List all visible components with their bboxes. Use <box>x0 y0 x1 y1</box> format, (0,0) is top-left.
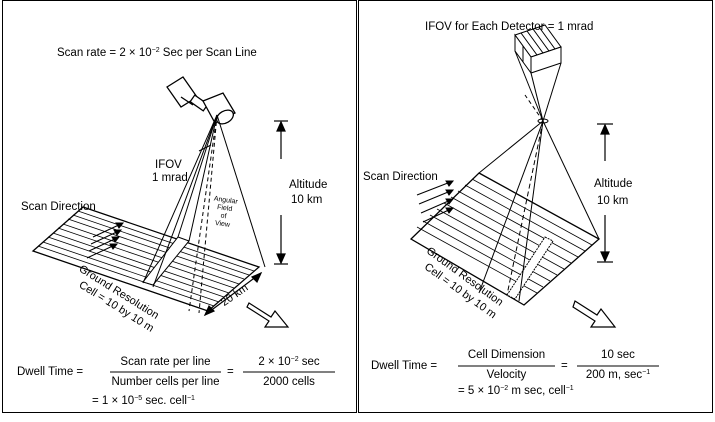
fraction-1-numerator: Cell Dimension <box>467 349 546 361</box>
fraction-2-numerator: 2 × 10−2 sec <box>258 356 320 368</box>
ifov-value: 1 mrad <box>152 172 188 184</box>
dwell-time-result: = 5 × 10−2 m sec, cell−1 <box>458 385 574 397</box>
pushbroom-diagram <box>409 24 659 367</box>
equals-sign: = <box>227 366 234 378</box>
altitude-value: 10 km <box>597 195 629 207</box>
flight-direction-arrow <box>246 302 290 328</box>
optics-cone <box>514 50 562 124</box>
ifov-label: IFOV <box>155 159 182 171</box>
altitude-arrow <box>597 123 613 263</box>
fraction-1-denominator: Velocity <box>486 369 527 381</box>
fraction-2-numerator: 10 sec <box>601 349 635 361</box>
detector-array-icon <box>514 24 562 75</box>
flight-direction-arrow <box>572 300 617 328</box>
scan-direction-arrows <box>416 180 455 223</box>
whiskbroom-scanner-panel: Scan rate = 2 × 10−2 Sec per Scan Line I… <box>2 0 357 413</box>
altitude-label: Altitude <box>289 179 328 191</box>
equals-sign: = <box>561 360 568 372</box>
fraction-1-denominator: Number cells per line <box>111 376 220 388</box>
scan-direction-label: Scan Direction <box>363 171 438 183</box>
scan-direction-arrows <box>86 222 125 259</box>
altitude-value: 10 km <box>291 194 323 206</box>
swath-width-arrow <box>203 271 263 317</box>
fraction-1-numerator: Scan rate per line <box>120 356 211 368</box>
ifov-detector-label: IFOV for Each Detector = 1 mrad <box>425 21 594 33</box>
dwell-time-label: Dwell Time = <box>17 366 84 378</box>
whiskbroom-diagram <box>31 76 335 373</box>
ground-plane <box>409 172 601 306</box>
altitude-label: Altitude <box>594 178 633 190</box>
dwell-time-label: Dwell Time = <box>371 360 438 372</box>
scan-direction-label: Scan Direction <box>21 201 96 213</box>
altitude-arrow <box>274 120 288 265</box>
ground-plane <box>31 206 261 312</box>
field-of-view-rays <box>142 114 266 314</box>
fraction-2-denominator: 200 m, sec−1 <box>585 369 651 381</box>
scanner-icon <box>166 76 236 125</box>
field-of-view-rays <box>478 94 600 302</box>
pushbroom-scanner-panel: IFOV for Each Detector = 1 mrad Altitude… <box>358 0 713 413</box>
scan-rate-label: Scan rate = 2 × 10−2 Sec per Scan Line <box>57 47 257 59</box>
dwell-time-result: = 1 × 10−5 sec. cell−1 <box>92 395 195 407</box>
fraction-2-denominator: 2000 cells <box>263 376 315 388</box>
